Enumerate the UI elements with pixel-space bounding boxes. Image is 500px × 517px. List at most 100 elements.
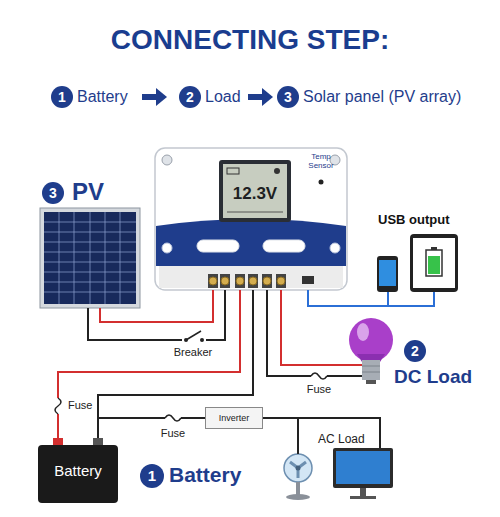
controller-housing [155, 148, 347, 290]
bulb-highlight [357, 323, 369, 341]
step-arrow [142, 94, 158, 100]
wire [342, 375, 362, 377]
terminal [208, 274, 218, 288]
part-heading: DC Load [394, 366, 472, 388]
sensor-label: Temp Sensor [301, 152, 341, 170]
lcd-icon [274, 168, 280, 174]
part-heading: USB output [378, 212, 449, 227]
callout-number: 1 [51, 86, 73, 108]
breaker-symbol [182, 331, 206, 344]
breaker-gap [182, 336, 206, 344]
fan-guard [284, 454, 312, 482]
callout-number: 1 [140, 464, 164, 488]
fuse-gap [165, 413, 181, 423]
fuse-symbol [55, 398, 61, 414]
lcd-icon [227, 212, 283, 213]
charge-controller [155, 148, 347, 290]
monitor-frame [333, 448, 393, 488]
wire-label: Fuse [305, 383, 333, 396]
fuse-gap [53, 398, 63, 414]
bulb-base [362, 360, 380, 380]
usb-devices [377, 234, 458, 292]
controller-band [156, 219, 346, 266]
screw-hole [162, 243, 172, 253]
step-arrow [142, 88, 273, 106]
ac-load: AC Load [280, 430, 400, 505]
terminal [276, 274, 286, 288]
battery-icon [426, 250, 442, 276]
panel-frame [40, 208, 140, 308]
terminal [262, 274, 272, 288]
step-arrow [248, 94, 264, 100]
terminal [236, 277, 244, 285]
tablet [410, 234, 458, 292]
lcd-reading: 12.3V [221, 184, 289, 204]
fuse-gap [311, 371, 327, 381]
wire [267, 290, 342, 376]
page-title: CONNECTING STEP: [0, 24, 500, 56]
breaker-contact [200, 338, 204, 342]
screw-hole [330, 243, 340, 253]
step-label: Battery [77, 87, 128, 107]
wire-label: Breaker [172, 346, 215, 359]
lcd-frame [219, 160, 291, 222]
fan-blade [290, 462, 306, 478]
terminal [221, 277, 229, 285]
button [263, 240, 305, 252]
battery-body [38, 445, 118, 503]
button [197, 240, 239, 252]
fan-stand [296, 482, 300, 495]
terminal [249, 277, 257, 285]
battery-label: Battery [38, 462, 118, 480]
bulb-tip [366, 380, 376, 384]
battery-icon [428, 256, 440, 274]
wire [263, 418, 380, 430]
terminal [235, 274, 245, 288]
step-label: Load [205, 87, 241, 107]
fan [284, 454, 312, 500]
charge-controller: Temp Sensor 12.3V [155, 148, 347, 290]
usb-cable [308, 290, 388, 306]
wire-label: Fuse [66, 399, 94, 412]
solar-panel [40, 208, 140, 308]
terminal [277, 277, 285, 285]
wire-label: Fuse [159, 427, 187, 440]
terminal [209, 277, 217, 285]
cell-grid [44, 212, 136, 304]
wire [100, 290, 213, 322]
dc-load: 2 DC Load [342, 318, 477, 393]
terminal-strip [159, 266, 343, 288]
fuse-symbol [311, 373, 327, 379]
usb-devices: USB output [370, 212, 470, 297]
wire [88, 290, 225, 340]
monitor-stand [350, 496, 376, 499]
monitor-stand [360, 488, 366, 496]
terminal [263, 277, 271, 285]
phone [377, 256, 398, 292]
phone-screen [379, 260, 396, 286]
lcd-icon [227, 168, 239, 174]
battery: Battery1Battery [38, 438, 118, 503]
wire [297, 418, 299, 454]
terminal [220, 274, 230, 288]
step-arrow [156, 88, 167, 106]
part-label: AC Load [318, 432, 365, 446]
callout-number: 2 [404, 340, 426, 362]
step-label: Solar panel (PV array) [303, 87, 461, 107]
part-heading: PV [72, 179, 104, 205]
callout-number: 2 [179, 86, 201, 108]
breaker-lever [186, 331, 201, 340]
terminal [208, 274, 286, 288]
solar-panel: 3PV [38, 180, 142, 308]
sensor-port [319, 180, 324, 185]
fuse-symbol [53, 371, 327, 423]
callout-number: 3 [277, 86, 299, 108]
wire [379, 430, 381, 448]
battery-terminal [93, 438, 103, 445]
tablet-screen [413, 238, 455, 288]
monitor-screen [336, 451, 390, 484]
